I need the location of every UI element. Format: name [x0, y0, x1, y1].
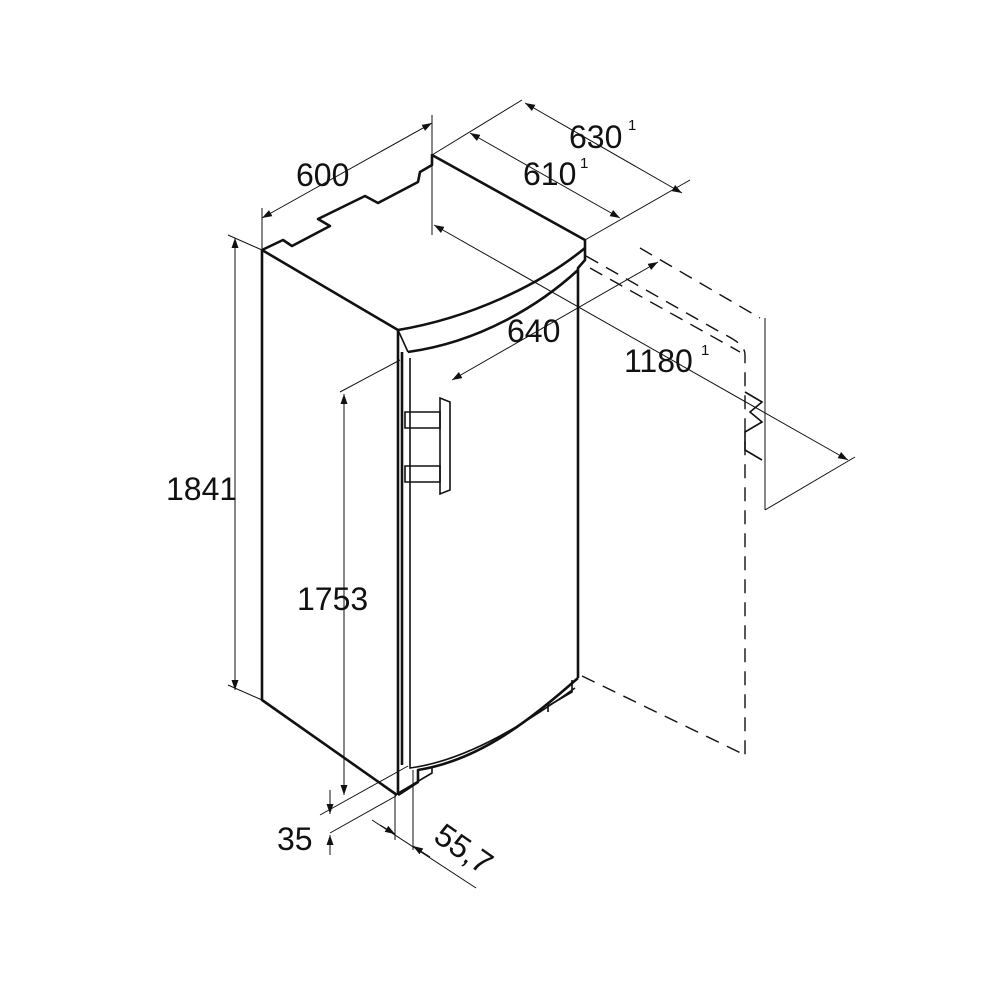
- dim-depth-label: 610: [523, 156, 576, 192]
- dim-door-offset-label: 55,7: [428, 816, 500, 881]
- door-handle: [404, 396, 451, 496]
- footnote-marker: 1: [580, 155, 588, 172]
- dim-foot-height-label: 35: [277, 821, 313, 857]
- dim-total-height-label: 1841: [166, 471, 237, 507]
- dim-door-open-total-label: 1180: [624, 343, 693, 379]
- footnote-marker: 1: [701, 342, 709, 359]
- dim-inner-height-label: 1753: [297, 581, 368, 617]
- dimension-lines: [227, 99, 856, 889]
- footnote-marker: 1: [628, 117, 636, 134]
- fridge-body: [260, 153, 587, 797]
- dim-depth-spacers-label: 630: [569, 119, 622, 155]
- dim-door-open-depth-label: 640: [507, 313, 560, 349]
- dim-width-label: 600: [296, 157, 349, 193]
